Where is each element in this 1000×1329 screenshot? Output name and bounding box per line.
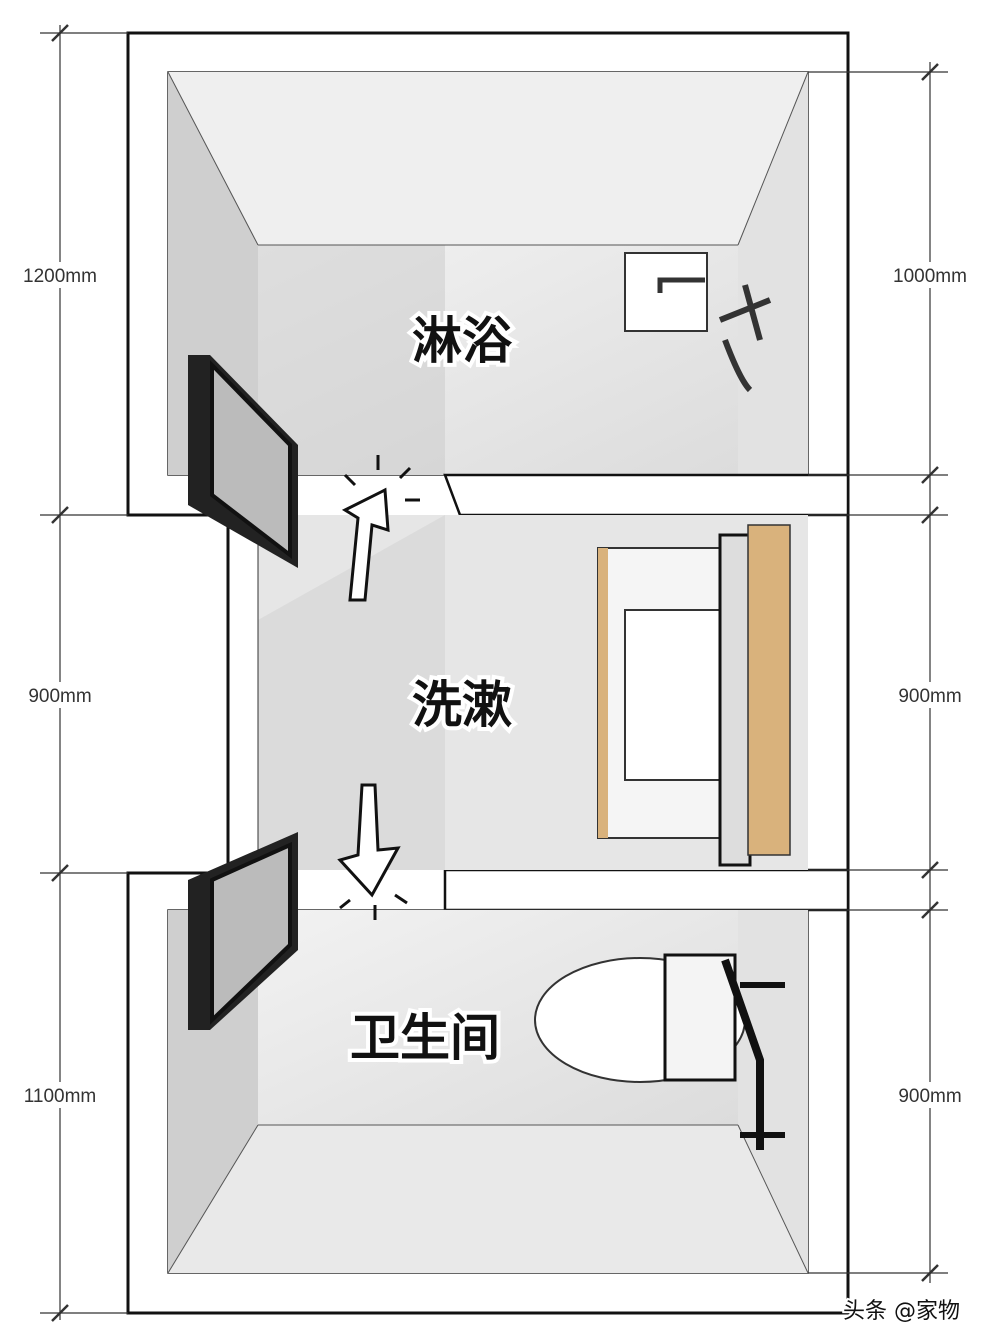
partition-wall-lower [443, 868, 850, 912]
room-label-wash: 洗漱 [412, 676, 512, 734]
vanity-cabinet [597, 524, 791, 867]
dimension-line-left [40, 24, 128, 1322]
dimension-right-wash: 900mm [898, 686, 961, 707]
dimension-left-wash: 900mm [28, 686, 91, 707]
dimension-left-shower: 1200mm [23, 266, 97, 287]
door-upper [188, 355, 298, 568]
door-lower [188, 832, 298, 1030]
toilet-icon [534, 953, 785, 1150]
shower-fixture-icon [624, 252, 772, 393]
room-label-toilet: 卫生间 [350, 1009, 500, 1067]
dimension-right-shower: 1000mm [893, 266, 967, 287]
dimension-left-toilet: 1100mm [24, 1086, 97, 1107]
watermark: 头条 @家物 [843, 1299, 960, 1324]
partition-wall-upper [443, 473, 850, 517]
dimension-right-toilet: 900mm [898, 1086, 961, 1107]
room-label-shower: 淋浴 [412, 312, 513, 370]
arrow-down-icon [337, 783, 408, 920]
arrow-up-icon [341, 455, 420, 602]
